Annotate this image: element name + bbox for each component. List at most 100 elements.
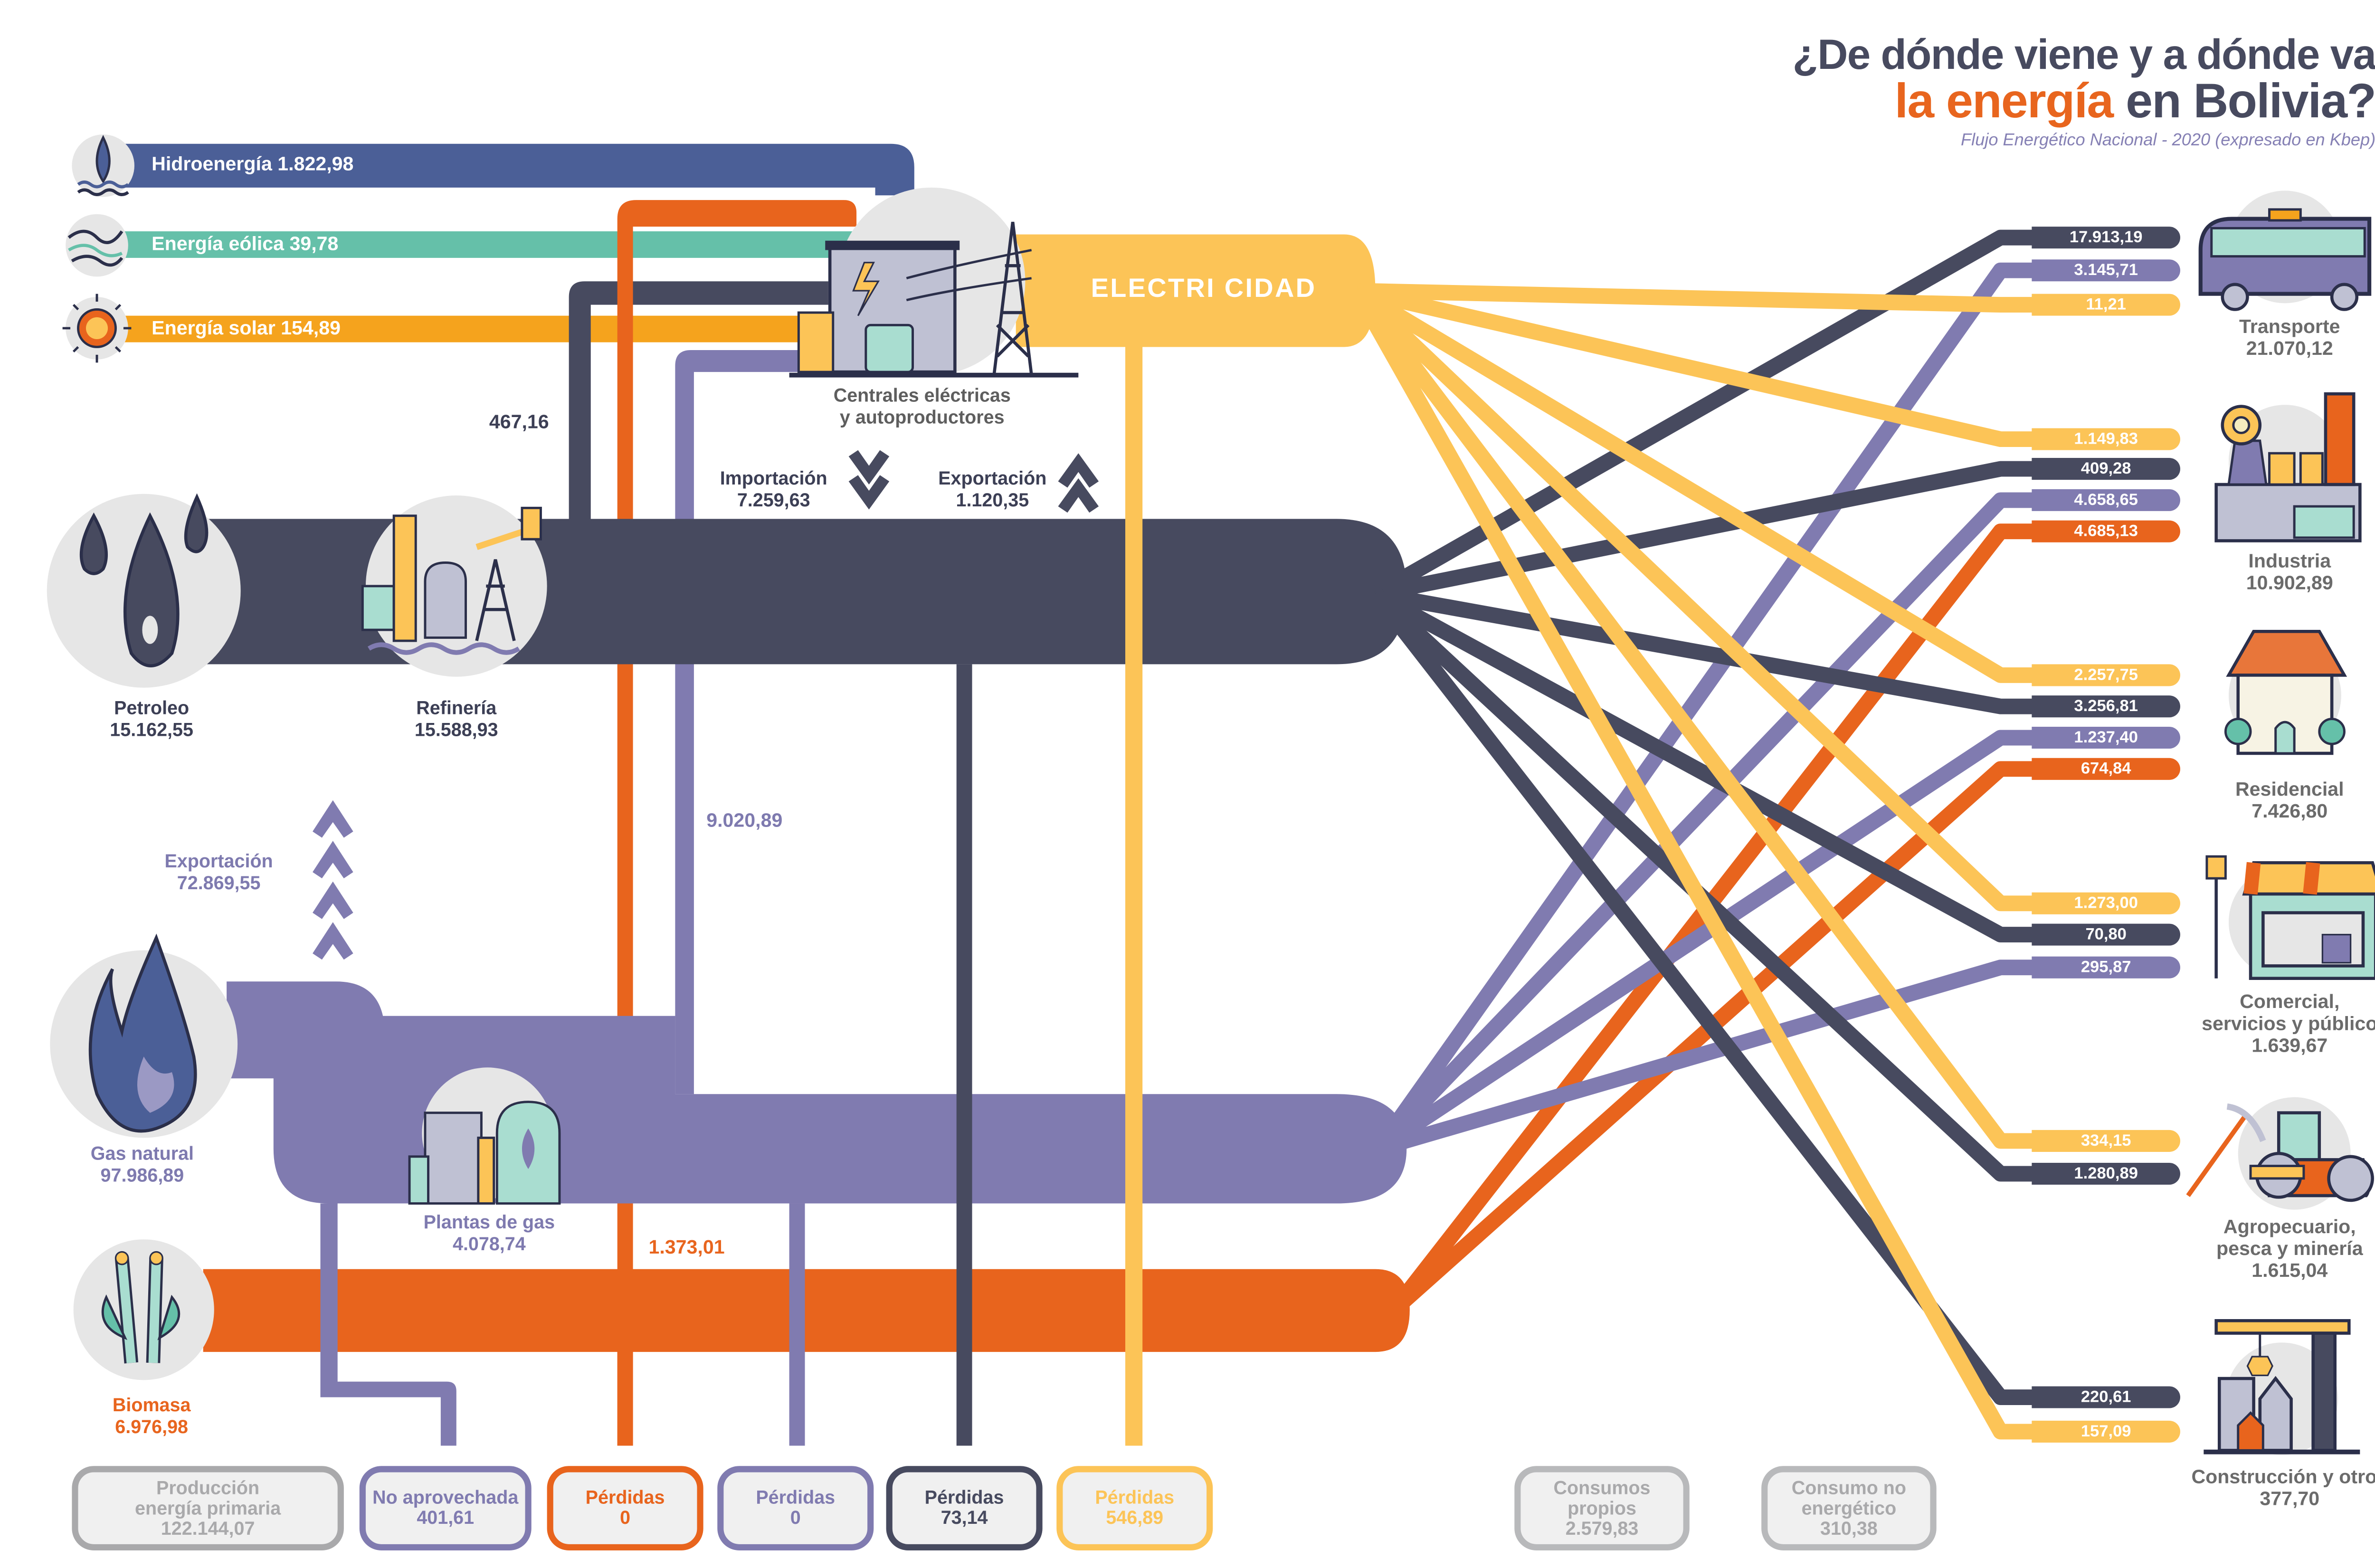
sector-input-tag: 3.145,71 bbox=[2032, 259, 2180, 282]
sector-flow-line bbox=[1349, 286, 2040, 1440]
sector-input-tag: 409,28 bbox=[2032, 458, 2180, 480]
sector-construccion: Construcción y otros 377,70 bbox=[2165, 1466, 2375, 1510]
sector-flow-line bbox=[1356, 283, 2040, 313]
petroleum-to-power-value: 467,16 bbox=[489, 411, 549, 433]
sector-name-line2: servicios y público bbox=[2202, 1013, 2375, 1035]
sector-input-tag: 334,15 bbox=[2032, 1130, 2180, 1152]
box-consumos-propios: Consumos propios 2.579,83 bbox=[1514, 1466, 1690, 1550]
electricity-label: ELECTRI CIDAD bbox=[1091, 273, 1317, 304]
export-petroleum-value: 1.120,35 bbox=[956, 489, 1029, 511]
sector-input-tag: 157,09 bbox=[2032, 1420, 2180, 1443]
electricity-loss-flow bbox=[1125, 347, 1143, 1446]
bus-icon bbox=[2198, 190, 2372, 311]
box-line1: Consumo no bbox=[1791, 1476, 1907, 1498]
down-chevron-icon bbox=[848, 475, 890, 510]
sector-value: 377,70 bbox=[2260, 1488, 2320, 1510]
box-line2: propios bbox=[1568, 1496, 1636, 1519]
sector-input-tag: 220,61 bbox=[2032, 1386, 2180, 1408]
sector-value: 10.902,89 bbox=[2246, 572, 2333, 594]
petroleo-name: Petroleo bbox=[114, 697, 190, 719]
sector-industria: Industria 10.902,89 bbox=[2180, 550, 2375, 594]
refinery-icon bbox=[361, 495, 547, 677]
box-perdidas-petroleo: Pérdidas 73,14 bbox=[886, 1466, 1043, 1550]
sun-icon bbox=[62, 294, 132, 363]
centrales-name-line1: Centrales eléctricas bbox=[833, 384, 1011, 407]
sector-flow-line bbox=[1370, 588, 2040, 1182]
subtitle: Flujo Energético Nacional - 2020 (expres… bbox=[1961, 131, 2375, 150]
gas-export-arrows bbox=[313, 800, 353, 960]
title-line-2-rest: en Bolivia? bbox=[2113, 73, 2375, 128]
box-line1: Pérdidas bbox=[756, 1486, 836, 1509]
plantas-gas-value: 4.078,74 bbox=[453, 1233, 526, 1255]
down-chevron-icon bbox=[848, 450, 890, 485]
sector-value: 21.070,12 bbox=[2246, 337, 2333, 360]
up-chevron-icon bbox=[313, 922, 353, 960]
sugarcane-icon bbox=[73, 1239, 214, 1380]
refineria-value: 15.588,93 bbox=[414, 719, 498, 741]
box-line1: Producción bbox=[156, 1476, 260, 1498]
unused-gas-flow bbox=[320, 1203, 456, 1446]
petroleum-loss-flow bbox=[956, 664, 972, 1446]
sector-flow-line bbox=[1387, 523, 2040, 1315]
sector-flow-line bbox=[1376, 960, 2040, 1157]
export-petroleum-node: Exportación 1.120,35 bbox=[922, 467, 1063, 511]
sector-residencial: Residencial 7.426,80 bbox=[2180, 779, 2375, 822]
export-gas-node: Exportación 72.869,55 bbox=[149, 850, 289, 894]
crane-icon bbox=[2204, 1319, 2360, 1455]
import-value: 7.259,63 bbox=[737, 489, 810, 511]
solar-label: Energía solar 154,89 bbox=[152, 317, 341, 339]
sector-input-tag: 70,80 bbox=[2032, 923, 2180, 946]
sector-flow-line bbox=[1374, 461, 2040, 602]
import-node: Importación 7.259,63 bbox=[703, 467, 844, 511]
wind-flow bbox=[94, 231, 860, 258]
gas-name: Gas natural bbox=[90, 1142, 194, 1165]
biomass-loss-flow bbox=[617, 1352, 633, 1446]
shop-icon bbox=[2205, 855, 2375, 980]
box-perdidas-biomasa: Pérdidas 0 bbox=[547, 1466, 703, 1550]
sector-input-tag: 1.280,89 bbox=[2032, 1162, 2180, 1185]
plantas-gas-node: Plantas de gas 4.078,74 bbox=[403, 1211, 575, 1255]
sector-flow-lines bbox=[1349, 229, 2040, 1440]
up-chevron-icon bbox=[1058, 453, 1099, 488]
centrales-name-line2: y autoproductores bbox=[839, 406, 1005, 428]
sector-input-tag: 4.685,13 bbox=[2032, 520, 2180, 542]
sector-flow-line bbox=[1374, 730, 2040, 1156]
box-perdidas-electricidad: Pérdidas 546,89 bbox=[1056, 1466, 1213, 1550]
sector-comercial: Comercial, servicios y público 1.639,67 bbox=[2180, 991, 2375, 1056]
box-line2: energía primaria bbox=[134, 1496, 281, 1519]
sector-transporte: Transporte 21.070,12 bbox=[2180, 316, 2375, 360]
biomasa-name: Biomasa bbox=[112, 1394, 191, 1416]
water-drop-icon bbox=[72, 134, 134, 197]
export-gas-value: 72.869,55 bbox=[177, 872, 261, 894]
up-chevron-icon bbox=[313, 881, 353, 919]
box-value: 401,61 bbox=[417, 1506, 475, 1529]
box-value: 2.579,83 bbox=[1565, 1517, 1639, 1539]
up-chevron-icon bbox=[313, 841, 353, 879]
box-perdidas-gas: Pérdidas 0 bbox=[717, 1466, 874, 1550]
sector-input-tag: 4.658,65 bbox=[2032, 489, 2180, 511]
biomasa-value: 6.976,98 bbox=[115, 1416, 189, 1438]
sector-name: Industria bbox=[2248, 550, 2331, 572]
box-no-aprovechada: No aprovechada 401,61 bbox=[359, 1466, 532, 1550]
wind-icon bbox=[66, 214, 128, 277]
export-arrows bbox=[1058, 453, 1099, 513]
sector-flow-line bbox=[1369, 589, 2040, 1405]
sector-name-line1: Comercial, bbox=[2240, 991, 2340, 1013]
sector-flow-line bbox=[1350, 286, 2040, 1149]
box-value: 546,89 bbox=[1106, 1506, 1164, 1529]
biomass-to-power-value: 1.373,01 bbox=[648, 1236, 725, 1258]
power-plant-icon bbox=[789, 187, 1079, 378]
petroleo-node: Petroleo 15.162,55 bbox=[66, 697, 238, 741]
sector-flow-line bbox=[1374, 586, 2040, 714]
up-chevron-icon bbox=[1058, 478, 1099, 513]
gas-to-power-value: 9.020,89 bbox=[706, 809, 783, 832]
export-gas-label: Exportación bbox=[164, 850, 273, 872]
sector-agropecuario: Agropecuario, pesca y minería 1.615,04 bbox=[2180, 1216, 2375, 1282]
box-line1: Pérdidas bbox=[585, 1486, 665, 1509]
box-line2: energético bbox=[1801, 1496, 1897, 1519]
electricity-band bbox=[1016, 234, 1376, 347]
gas-to-power-flow bbox=[675, 350, 828, 1094]
sector-name: Transporte bbox=[2239, 315, 2340, 338]
sector-input-tag: 1.149,83 bbox=[2032, 428, 2180, 450]
